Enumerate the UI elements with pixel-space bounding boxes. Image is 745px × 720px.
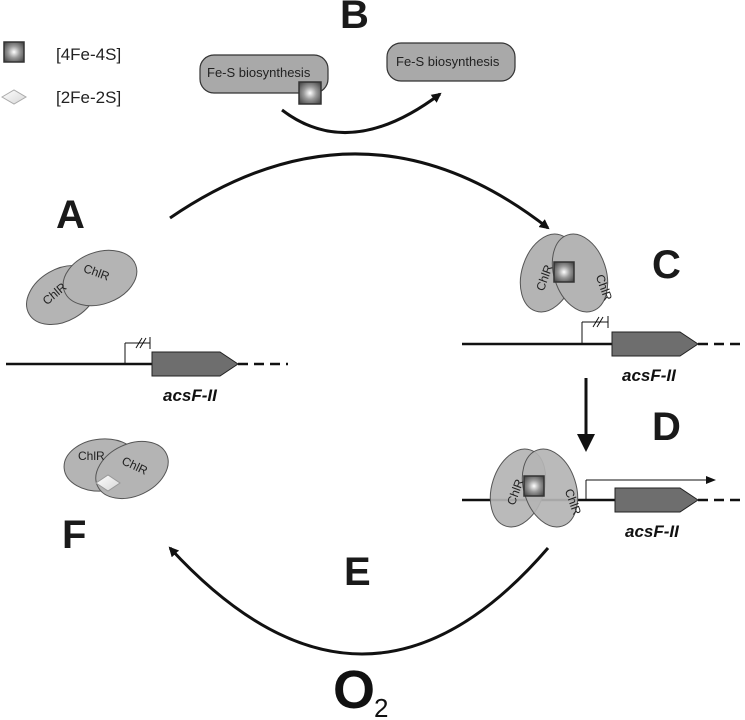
fe-s-biosynthesis-left-label: Fe-S biosynthesis [207,65,311,80]
cube-cluster-icon [3,41,25,63]
chlr-dimer-apo: ChlR ChlR [26,249,138,325]
diamond-cluster-icon [95,474,121,492]
gene-a: acsF-II [6,337,288,405]
oxygen-label: O 2 [333,660,388,720]
step-c-label: C [652,243,681,287]
gene-label: acsF-II [625,522,680,541]
chlr-dimer-2fe2s: ChlR ChlR [63,438,169,500]
cube-cluster-icon [553,261,575,283]
cube-cluster-icon [298,81,322,105]
step-b-label: B [340,0,369,37]
arrow-e-to-f [168,546,550,656]
step-f-label: F [62,513,86,557]
biosynthesis-arrow [281,92,442,135]
arrow-a-to-c [169,152,550,230]
gene-label: acsF-II [622,366,677,385]
diamond-cluster-icon [1,89,27,105]
chlr-label: ChlR [78,449,105,463]
gene-d: acsF-II [462,476,744,541]
legend: [4Fe-4S] [2Fe-2S] [1,41,121,107]
legend-4fe4s-label: [4Fe-4S] [56,45,121,64]
step-d-label: D [652,405,681,449]
fe-s-biosynthesis-left: Fe-S biosynthesis [199,54,329,105]
acsf-ii-gene-box [151,351,239,377]
acsf-ii-gene-box [614,487,699,513]
step-a-label: A [56,193,85,237]
chlr-dimer-holo: ChlR ChlR [519,233,615,313]
oxygen-subscript: 2 [374,693,388,720]
fe-s-biosynthesis-right: Fe-S biosynthesis [386,42,516,82]
arrow-c-to-d [577,378,595,452]
gene-c: acsF-II [462,316,744,385]
fe-s-biosynthesis-right-label: Fe-S biosynthesis [396,54,500,69]
gene-label: acsF-II [163,386,218,405]
step-e-label: E [344,550,371,594]
chlr-dimer-bound: ChlR ChlR [489,448,584,528]
oxygen-symbol: O [333,660,375,720]
legend-2fe2s-label: [2Fe-2S] [56,88,121,107]
acsf-ii-gene-box [611,331,699,357]
cube-cluster-icon [523,475,545,497]
